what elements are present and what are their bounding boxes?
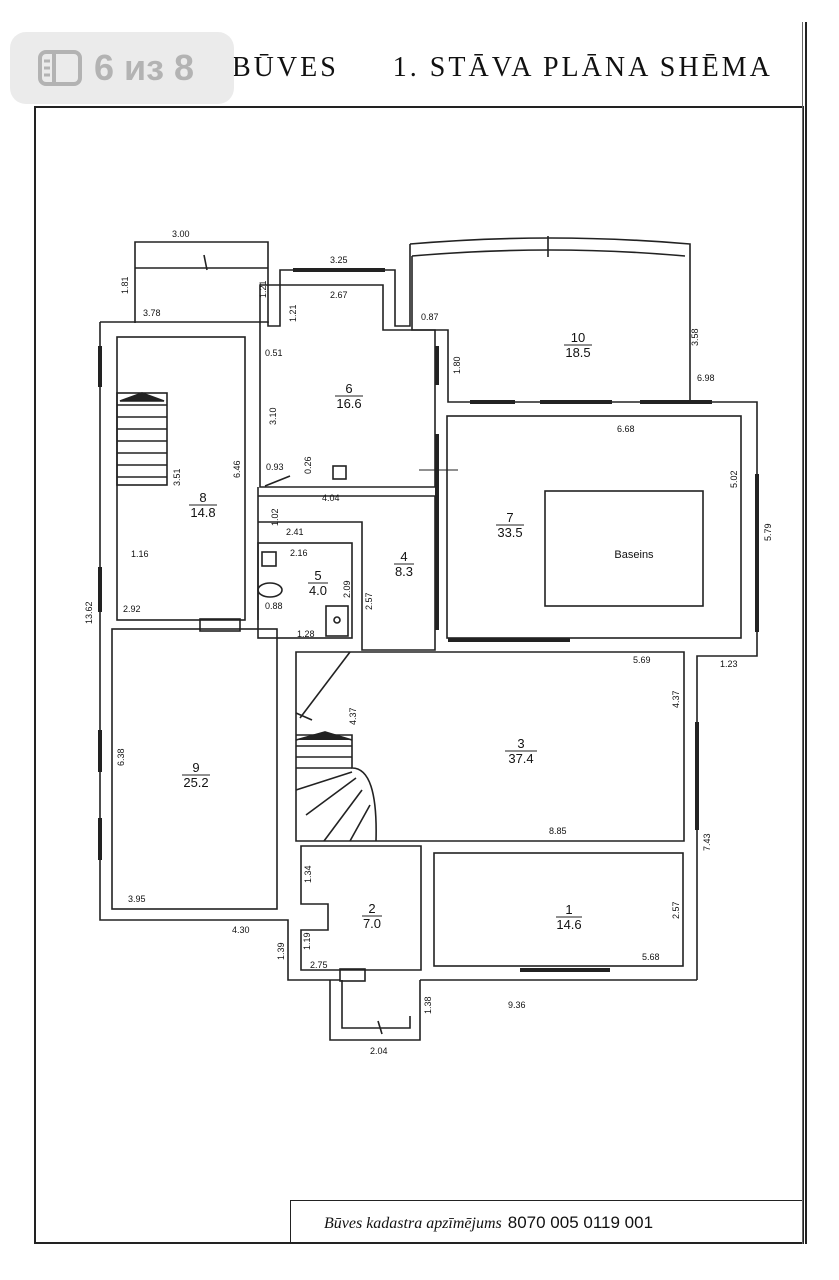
dimension-label: 3.25 <box>330 255 348 265</box>
dimension-label: 1.19 <box>302 932 312 950</box>
dimension-label: 1.02 <box>270 508 280 526</box>
dimension-label: 2.75 <box>310 960 328 970</box>
dimension-label: 6.68 <box>617 424 635 434</box>
dimension-label: 2.67 <box>330 290 348 300</box>
page-title: BŪVES 1. STĀVA PLĀNA SHĒMA <box>232 52 773 84</box>
dimension-label: 3.58 <box>690 328 700 346</box>
dimension-label: 1.21 <box>288 304 298 322</box>
dimension-label: 5.68 <box>642 952 660 962</box>
dimension-label: 0.87 <box>421 312 439 322</box>
room-area-9: 25.2 <box>183 775 208 790</box>
dimension-label: 1.21 <box>258 280 268 298</box>
pool-label: Baseins <box>614 549 654 561</box>
room-area-2: 7.0 <box>363 916 381 931</box>
cadastral-number: 8070 005 0119 001 <box>507 1213 654 1232</box>
room-area-4: 8.3 <box>395 564 413 579</box>
room-area-7: 33.5 <box>497 525 522 540</box>
dimension-label: 1.16 <box>131 549 149 559</box>
dimension-label: 2.41 <box>286 527 304 537</box>
room-number-2: 2 <box>368 901 375 916</box>
frame-edge-inner <box>802 22 803 1244</box>
dimension-label: 0.88 <box>265 601 283 611</box>
dimension-label: 6.98 <box>697 373 715 383</box>
dimension-label: 1.39 <box>276 942 286 960</box>
dimension-label: 6.46 <box>232 460 242 478</box>
dimension-label: 9.36 <box>508 1000 526 1010</box>
dimension-label: 3.51 <box>172 468 182 486</box>
dimension-label: 3.78 <box>143 308 161 318</box>
title-buves: BŪVES <box>232 52 339 83</box>
room-area-3: 37.4 <box>508 751 533 766</box>
dimension-label: 3.10 <box>268 407 278 425</box>
dimension-label: 1.81 <box>120 276 130 294</box>
dimension-label: 4.04 <box>322 493 340 503</box>
dimension-label: 3.00 <box>172 229 190 239</box>
dimension-label: 6.38 <box>116 748 126 766</box>
dimension-label: 1.80 <box>452 356 462 374</box>
dimension-label: 5.69 <box>633 655 651 665</box>
frame-edge-outer <box>805 22 807 1244</box>
sidebar-panel-icon <box>38 50 82 86</box>
dimension-label: 2.09 <box>342 580 352 598</box>
room-number-3: 3 <box>517 736 524 751</box>
room-number-1: 1 <box>565 902 572 917</box>
dimension-label: 3.95 <box>128 894 146 904</box>
room-number-6: 6 <box>345 381 352 396</box>
dimension-label: 5.02 <box>729 470 739 488</box>
room-area-1: 14.6 <box>556 917 581 932</box>
room-area-8: 14.8 <box>190 505 215 520</box>
room-area-10: 18.5 <box>565 345 590 360</box>
room-number-7: 7 <box>506 510 513 525</box>
dimension-label: 2.04 <box>370 1046 388 1056</box>
room-area-6: 16.6 <box>336 396 361 411</box>
dimension-label: 2.92 <box>123 604 141 614</box>
cadastral-label-text: Būves kadastra apzīmējums <box>324 1215 502 1232</box>
drawing-frame <box>34 106 804 1244</box>
dimension-label: 0.93 <box>266 462 284 472</box>
room-number-4: 4 <box>400 549 407 564</box>
dimension-label: 8.85 <box>549 826 567 836</box>
dimension-label: 4.30 <box>232 925 250 935</box>
dimension-label: 4.37 <box>348 707 358 725</box>
dimension-label: 1.28 <box>297 629 315 639</box>
dimension-label: 0.26 <box>303 456 313 474</box>
dimension-label: 2.57 <box>671 901 681 919</box>
dimension-label: 1.38 <box>423 996 433 1014</box>
dimension-label: 5.79 <box>763 523 773 541</box>
dimension-label: 1.34 <box>303 865 313 883</box>
dimension-label: 13.62 <box>84 601 94 624</box>
image-counter-button[interactable]: 6 из 8 <box>10 32 234 104</box>
image-counter-text: 6 из 8 <box>94 47 195 88</box>
dimension-label: 4.37 <box>671 690 681 708</box>
dimension-label: 1.23 <box>720 659 738 669</box>
dimension-label: 2.16 <box>290 548 308 558</box>
cadastral-label: Būves kadastra apzīmējums 8070 005 0119 0… <box>324 1213 653 1233</box>
dimension-label: 2.57 <box>364 592 374 610</box>
room-number-8: 8 <box>199 490 206 505</box>
title-plan: 1. STĀVA PLĀNA SHĒMA <box>392 52 773 83</box>
cadastral-box <box>290 1200 802 1244</box>
room-area-5: 4.0 <box>309 583 327 598</box>
dimension-label: 7.43 <box>702 833 712 851</box>
room-number-10: 10 <box>571 330 585 345</box>
room-number-9: 9 <box>192 760 199 775</box>
dimension-label: 0.51 <box>265 348 283 358</box>
room-number-5: 5 <box>314 568 321 583</box>
